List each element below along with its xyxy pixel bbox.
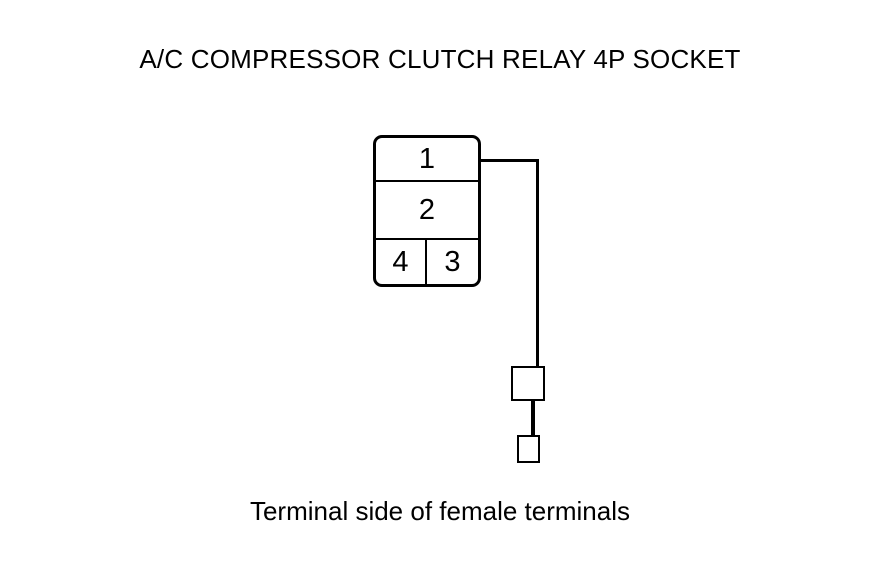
socket-pin-cell-3: 3 <box>427 240 478 284</box>
socket-pin-cell-4: 4 <box>376 240 427 284</box>
relay-socket-outline: 1 2 4 3 <box>373 135 481 287</box>
terminal-block-lower <box>517 435 540 463</box>
pin-number-1: 1 <box>418 142 436 175</box>
terminal-block-upper <box>511 366 545 401</box>
socket-pin-cell-1: 1 <box>376 138 478 182</box>
pin-number-2: 2 <box>418 193 436 226</box>
wire-segment-vertical <box>536 159 539 368</box>
page-title: A/C COMPRESSOR CLUTCH RELAY 4P SOCKET <box>139 44 741 74</box>
diagram-caption: Terminal side of female terminals <box>249 496 631 526</box>
pin-number-3: 3 <box>444 245 461 278</box>
wire-segment-horizontal <box>479 159 539 162</box>
socket-pin-cell-2: 2 <box>376 182 478 240</box>
terminal-connector-segment <box>531 399 535 441</box>
pin-number-4: 4 <box>392 245 409 278</box>
